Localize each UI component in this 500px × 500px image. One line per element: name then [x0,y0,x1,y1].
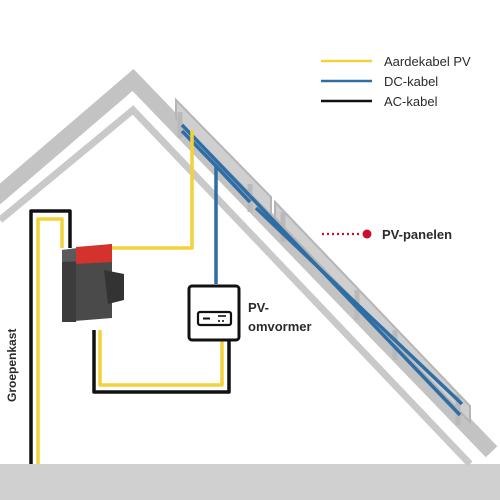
inverter-icon [187,284,241,342]
legend: Aardekabel PV DC-kabel AC-kabel [321,54,471,109]
inverter-label-line2: omvormer [248,319,312,334]
pv-panels-pointer [322,229,372,239]
pv-panel-frame-upper [175,97,272,218]
legend-label-ac: AC-kabel [384,94,438,109]
house-inner-outline [0,105,473,467]
legend-label-dc: DC-kabel [384,74,438,89]
inverter-label-line1: PV- [248,300,269,315]
dc-cable [180,123,464,417]
red-dot-pointer-icon [362,229,372,239]
roof-outline [0,69,498,458]
isolator-switch-icon [62,244,124,322]
ground-bar [0,464,500,500]
ac-cable [29,209,231,464]
distribution-board-label: Groepenkast [5,329,19,402]
legend-label-earth: Aardekabel PV [384,54,471,69]
pv-panels-label: PV-panelen [382,227,452,242]
earth-cable [36,130,224,464]
pv-panel-array [175,97,471,425]
